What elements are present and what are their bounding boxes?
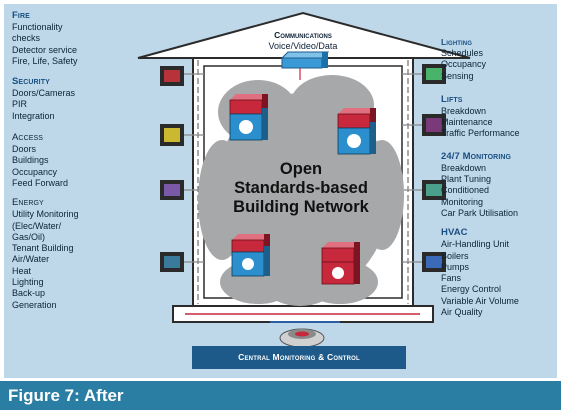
access-device-icon (160, 180, 184, 200)
comms-hub-icon (280, 51, 330, 80)
section-item: Boilers (441, 250, 469, 261)
section-item: Doors/Cameras (12, 88, 76, 99)
device-cables (184, 73, 422, 263)
security-device-icon (160, 124, 184, 146)
section-item: Sensing (441, 70, 474, 81)
section-item: Monitoring (441, 196, 484, 207)
section-item: (Elec/Water/ (12, 220, 62, 231)
section-monitoring: 24/7 Monitoring Breakdown Plant Tuning C… (441, 151, 559, 219)
section-fire: Fire Functionality checks Detector servi… (12, 10, 150, 67)
section-item: Schedules (441, 48, 484, 58)
switch-stack-top-right (337, 108, 376, 155)
switch-stack-top-left (229, 94, 268, 141)
section-title: HVAC (441, 227, 468, 239)
network-label-line: Building Network (233, 198, 369, 216)
section-title: Access (12, 132, 44, 144)
lighting-device-icon (422, 64, 446, 84)
section-lifts: Lifts Breakdown Maintenance Traffic Perf… (441, 94, 559, 140)
switch-stack-bottom-left (231, 234, 270, 277)
network-label-line: Open (279, 160, 323, 178)
section-item: Variable Air Volume (441, 295, 519, 306)
section-item: Energy Control (441, 284, 502, 295)
section-energy: Energy Utility Monitoring (Elec/Water/ G… (12, 197, 150, 311)
hvac-device-icon (422, 252, 446, 272)
section-hvac: HVAC Air-Handling Unit Boilers Pumps Fan… (441, 227, 559, 318)
section-item: Heat (12, 265, 32, 276)
section-item: Utility Monitoring (12, 209, 79, 220)
lifts-device-icon (422, 114, 446, 136)
section-item: Occupancy (12, 166, 58, 177)
section-item: Air/Water (12, 254, 50, 265)
section-item: Plant Tuning (441, 174, 492, 185)
section-item: Back-up (12, 288, 46, 299)
communications-title: Communications (274, 30, 332, 40)
figure-caption: Figure 7: After (8, 386, 124, 405)
section-title: Fire (12, 10, 30, 21)
central-monitoring-label: Central Monitoring & Control (192, 346, 406, 369)
section-item: Fans (441, 273, 462, 284)
communications-subtitle: Voice/Video/Data (268, 41, 338, 51)
section-item: Integration (12, 110, 55, 121)
section-item: Air Quality (441, 307, 483, 318)
section-item: Functionality (12, 22, 63, 32)
section-item: PIR (12, 99, 28, 110)
section-access: Access Doors Buildings Occupancy Feed Fo… (12, 132, 150, 189)
section-item: Lighting (12, 277, 44, 288)
section-item: Traffic Performance (441, 128, 520, 139)
section-title: Security (12, 76, 50, 88)
monitoring-device-icon (422, 180, 446, 200)
section-item: Maintenance (441, 117, 493, 128)
section-title: Energy (12, 197, 44, 209)
left-systems-column: Fire Functionality checks Detector servi… (12, 10, 150, 317)
section-title: 24/7 Monitoring (441, 150, 512, 162)
right-systems-column: Lighting Schedules Occupancy Sensing Lif… (441, 36, 559, 324)
central-monitor-icon (279, 328, 325, 348)
section-security: Security Doors/Cameras PIR Integration (12, 76, 150, 122)
section-item: Breakdown (441, 162, 487, 173)
section-item: Generation (12, 299, 57, 310)
section-item: Buildings (12, 155, 49, 166)
network-label-line: Standards-based (234, 179, 368, 197)
section-item: Pumps (441, 261, 470, 272)
section-title: Lighting (441, 37, 472, 47)
section-item: Car Park Utilisation (441, 207, 519, 218)
section-item: Feed Forward (12, 177, 69, 188)
figure-caption-bar: Figure 7: After (0, 381, 561, 410)
fire-device-icon (160, 66, 184, 86)
section-title: Lifts (441, 93, 463, 105)
section-item: Doors (12, 144, 37, 155)
section-item: Detector service (12, 44, 78, 55)
switch-stack-bottom-right (321, 242, 360, 285)
network-label: Open Standards-based Building Network (222, 160, 380, 217)
section-item: Tenant Building (12, 243, 74, 254)
section-item: Breakdown (441, 105, 487, 116)
energy-device-icon (160, 252, 184, 272)
section-item: checks (12, 33, 41, 44)
section-item: Fire, Life, Safety (12, 55, 78, 66)
section-lighting: Lighting Schedules Occupancy Sensing (441, 36, 559, 82)
section-item: Gas/Oil) (12, 231, 46, 242)
section-item: Occupancy (441, 59, 487, 70)
communications-label: Communications Voice/Video/Data (248, 30, 358, 51)
section-item: Air-Handling Unit (441, 239, 510, 250)
section-item: Conditioned (441, 185, 490, 196)
